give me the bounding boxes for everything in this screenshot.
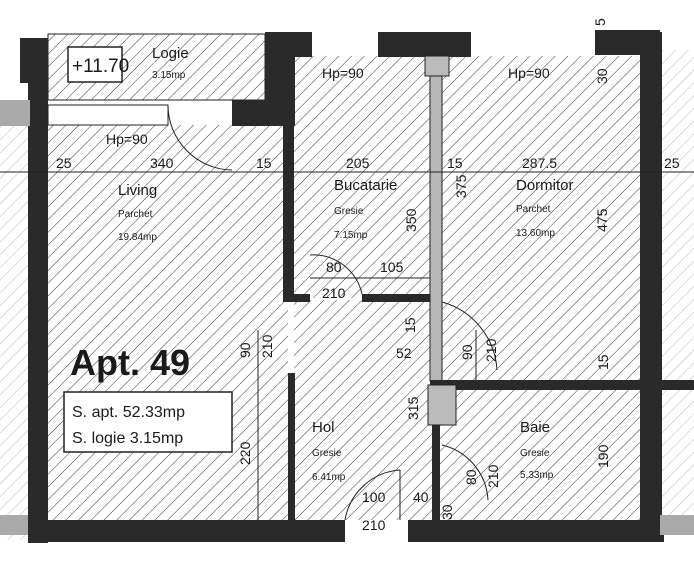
bathroom-area-label: 5.33mp [520,470,554,481]
dim-label: 190 [595,444,611,468]
dim-label: 287.5 [522,155,557,171]
level-mark: +11.70 [72,56,129,77]
dim-label: 100 [362,489,386,505]
kitchen-area[interactable] [294,56,430,298]
dim-label: 210 [322,285,346,301]
kitchen-area-label: 7.15mp [334,230,368,241]
living-area-label: 19.84mp [118,232,157,243]
dim-label: 315 [405,396,421,420]
hall-floor: Gresie [312,448,342,459]
dim-label: 90 [237,342,253,358]
logia-area-total: S. logie 3.15mp [72,430,183,447]
hall-area-label: 6.41mp [312,472,346,483]
bedroom-floor: Parchet [516,204,551,215]
dim-label: 210 [485,464,501,488]
dim-label: 375 [453,174,469,198]
dimension-lines [0,104,694,521]
dim-label: 80 [463,469,479,485]
dim-label: 340 [150,155,174,171]
dim-label: 52 [396,345,412,361]
bathroom-name: Baie [520,419,550,436]
living-area[interactable] [48,125,288,520]
dim-label: 220 [237,441,253,465]
dim-label: 80 [326,259,342,275]
logia-area-label: 3.15mp [152,70,186,81]
bedroom-area-label: 13.60mp [516,228,555,239]
dimension-labels: 25 340 15 205 15 287.5 25 350 375 475 30… [56,18,680,533]
bedroom-area[interactable] [442,56,640,382]
dim-label: 25 [664,155,680,171]
dim-label: 40 [413,489,429,505]
bedroom-name: Dormitor [516,177,574,194]
dim-label: 30 [594,68,610,84]
logia-name: Logie [152,45,189,62]
dim-label: 210 [259,334,275,358]
room-fills [0,33,694,540]
dim-label: 205 [346,155,370,171]
dim-label: 30 [439,504,455,520]
dim-label: 210 [483,338,499,362]
living-floor: Parchet [118,209,153,220]
kitchen-name: Bucatarie [334,177,397,194]
apartment-area: S. apt. 52.33mp [72,404,185,421]
dim-label: 25 [56,155,72,171]
dim-label: 210 [362,517,386,533]
hall-area[interactable] [294,300,432,520]
dim-label: 15 [595,354,611,370]
living-name: Living [118,182,157,199]
dim-label: 5 [592,18,608,26]
living-sill-height: Hp=90 [106,131,148,147]
kitchen-floor: Gresie [334,206,364,217]
hall-name: Hol [312,419,335,436]
dim-label: 15 [402,317,418,333]
apartment-title: Apt. 49 [70,342,190,383]
kitchen-sill-height: Hp=90 [322,65,364,81]
walls [0,30,694,543]
dim-label: 350 [403,208,419,232]
bathroom-floor: Gresie [520,448,550,459]
bedroom-sill-height: Hp=90 [508,65,550,81]
dim-label: 105 [380,259,404,275]
dim-label: 15 [256,155,272,171]
dim-label: 15 [447,155,463,171]
dim-label: 475 [594,208,610,232]
bathroom-area[interactable] [440,390,640,520]
dim-label: 90 [459,344,475,360]
